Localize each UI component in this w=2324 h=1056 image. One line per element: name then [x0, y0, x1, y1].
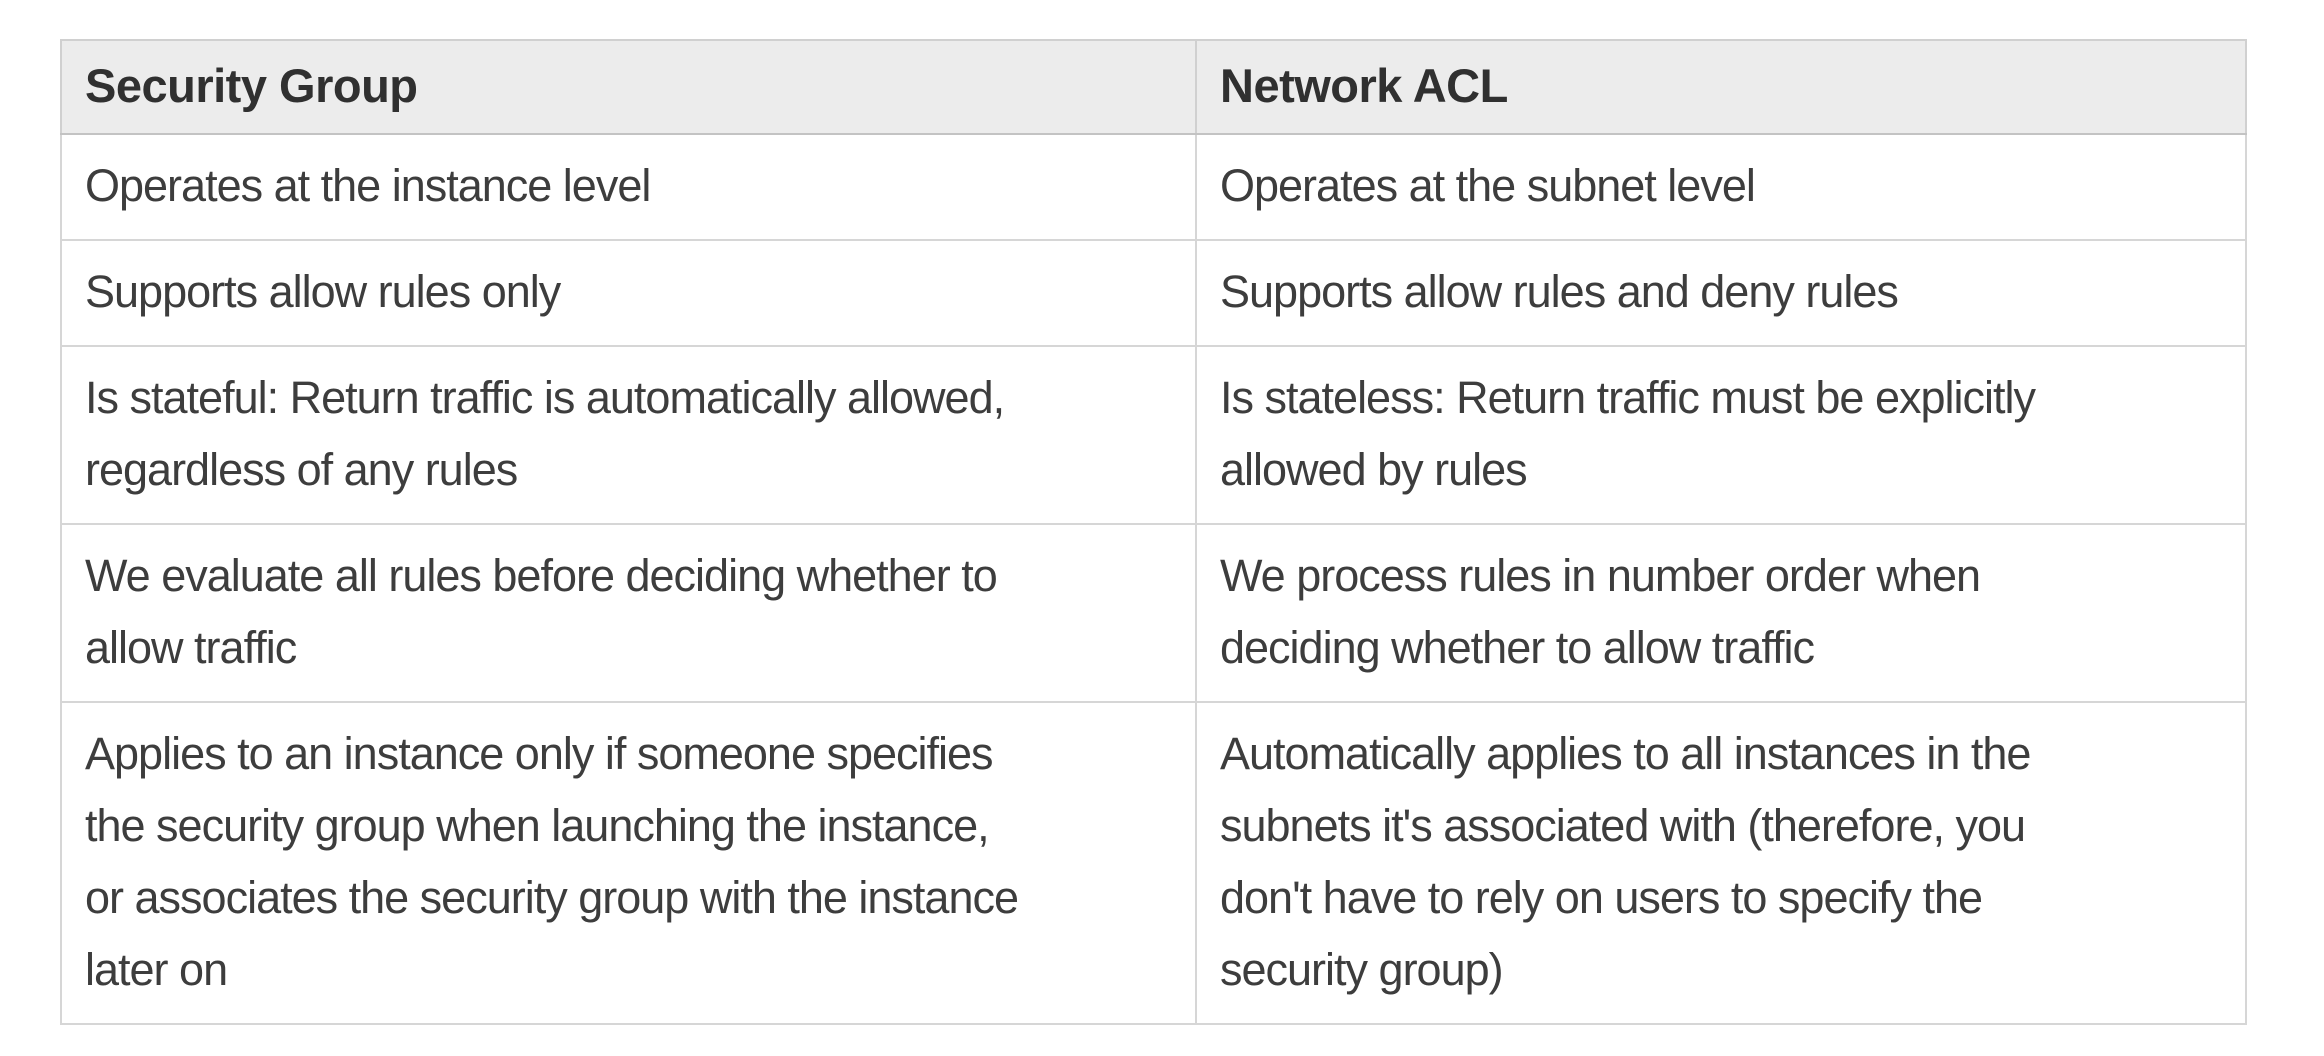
column-header-security-group: Security Group [60, 39, 1197, 135]
column-header-network-acl: Network ACL [1195, 39, 2247, 135]
table-cell-network-acl: Is stateless: Return traffic must be exp… [1195, 345, 2247, 525]
table-row: Is stateful: Return traffic is automatic… [60, 345, 2247, 525]
table-cell-security-group: Applies to an instance only if someone s… [60, 701, 1197, 1025]
table-cell-security-group: We evaluate all rules before deciding wh… [60, 523, 1197, 703]
table-cell-security-group: Supports allow rules only [60, 239, 1197, 347]
table-row: We evaluate all rules before deciding wh… [60, 523, 2247, 703]
table-cell-security-group: Is stateful: Return traffic is automatic… [60, 345, 1197, 525]
table-cell-security-group: Operates at the instance level [60, 133, 1197, 241]
table-cell-network-acl: Automatically applies to all instances i… [1195, 701, 2247, 1025]
table-row: Applies to an instance only if someone s… [60, 701, 2247, 1025]
table-cell-network-acl: Supports allow rules and deny rules [1195, 239, 2247, 347]
table-cell-network-acl: We process rules in number order when de… [1195, 523, 2247, 703]
table-cell-network-acl: Operates at the subnet level [1195, 133, 2247, 241]
